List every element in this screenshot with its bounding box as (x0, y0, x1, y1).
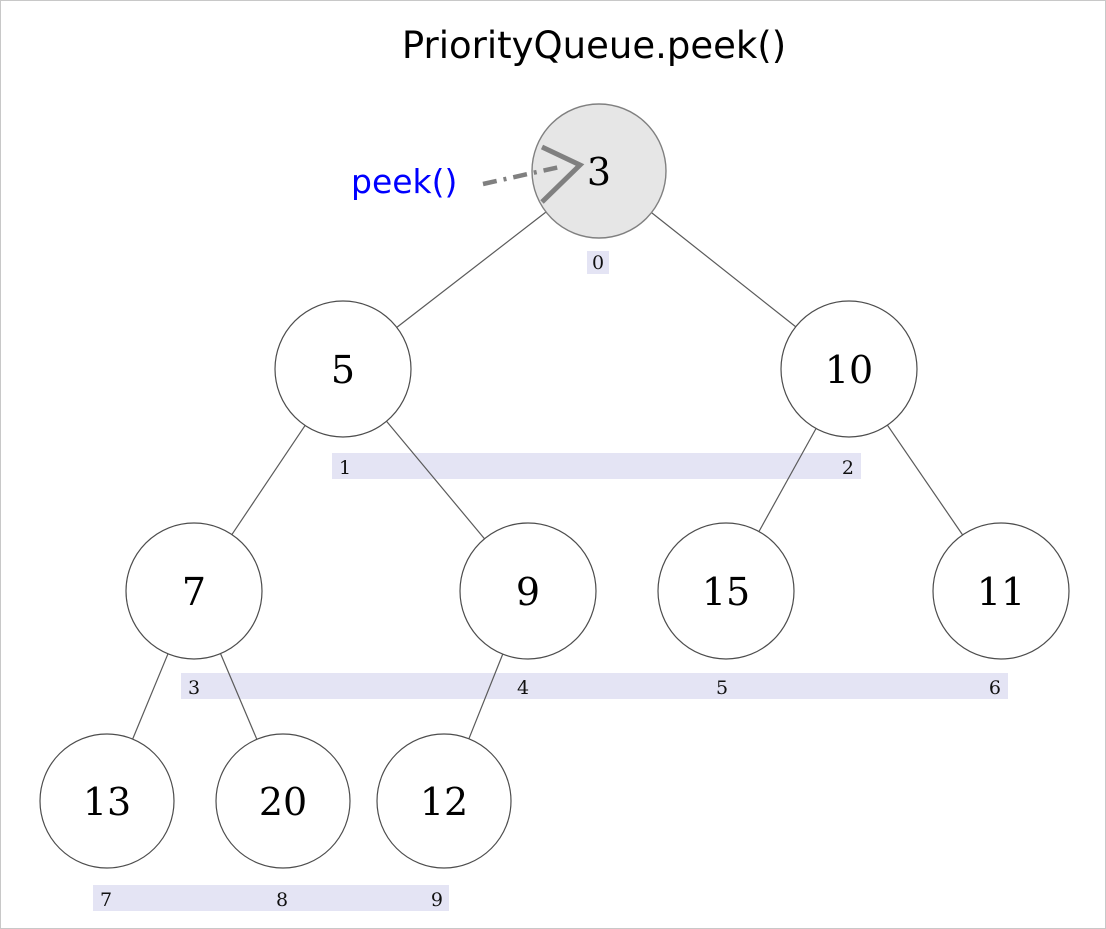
node-index-label: 2 (842, 457, 854, 479)
tree-node-circle[interactable] (780, 300, 918, 438)
index-band-layer (93, 251, 1008, 911)
tree-edge (886, 424, 964, 536)
tree-node-circle[interactable] (657, 522, 795, 660)
node-index-label: 6 (989, 677, 1001, 699)
tree-node[interactable]: 13 (39, 733, 175, 869)
callout-arrow-head-icon (540, 144, 585, 204)
page-title: PriorityQueue.peek() (402, 24, 786, 67)
tree-node-value: 7 (182, 570, 206, 614)
node-index-label: 0 (592, 252, 604, 274)
tree-node-value: 10 (825, 348, 873, 392)
node-index-label: 5 (716, 677, 728, 699)
tree-node-circle[interactable] (39, 733, 175, 869)
tree-node-value: 5 (331, 348, 355, 392)
tree-node[interactable]: 20 (215, 733, 351, 869)
tree-node-circle[interactable] (274, 300, 412, 438)
tree-node-value: 13 (83, 780, 131, 824)
callout-arrow-line (482, 163, 565, 187)
tree-edge (132, 653, 169, 740)
index-band (332, 453, 861, 479)
tree-edge-layer (132, 211, 964, 740)
tree-edge (386, 420, 485, 540)
tree-node[interactable]: 3 (531, 103, 667, 239)
tree-node-circle[interactable] (932, 522, 1070, 660)
node-index-label: 9 (431, 889, 443, 911)
tree-node-value: 12 (420, 780, 468, 824)
tree-edge (651, 212, 797, 328)
node-index-label: 8 (276, 889, 288, 911)
index-band (181, 673, 1008, 699)
index-band (93, 885, 449, 911)
callout-label: peek() (351, 162, 457, 201)
index-band (587, 251, 609, 274)
tree-node-value: 3 (587, 150, 611, 194)
tree-node-circle[interactable] (459, 522, 597, 660)
tree-edge (219, 653, 258, 740)
peek-callout: peek() (351, 144, 585, 204)
tree-node[interactable]: 5 (274, 300, 412, 438)
tree-node[interactable]: 9 (459, 522, 597, 660)
tree-node[interactable]: 7 (125, 522, 263, 660)
tree-edge (396, 211, 547, 328)
tree-edge (468, 653, 504, 740)
tree-node[interactable]: 11 (932, 522, 1070, 660)
tree-node[interactable]: 10 (780, 300, 918, 438)
node-index-label: 4 (517, 677, 529, 699)
tree-node-value: 20 (259, 780, 307, 824)
tree-node-value: 9 (516, 570, 540, 614)
tree-node[interactable]: 12 (376, 733, 512, 869)
tree-node-circle[interactable] (376, 733, 512, 869)
tree-edge (231, 425, 306, 535)
node-index-label: 3 (188, 677, 200, 699)
node-index-label: 1 (339, 457, 351, 479)
tree-node[interactable]: 15 (657, 522, 795, 660)
tree-node-value: 15 (702, 570, 750, 614)
tree-node-value: 11 (977, 570, 1025, 614)
tree-edge (758, 428, 817, 532)
tree-node-circle[interactable] (125, 522, 263, 660)
tree-node-circle-highlighted[interactable] (531, 103, 667, 239)
tree-node-circle[interactable] (215, 733, 351, 869)
node-index-label: 7 (100, 889, 112, 911)
